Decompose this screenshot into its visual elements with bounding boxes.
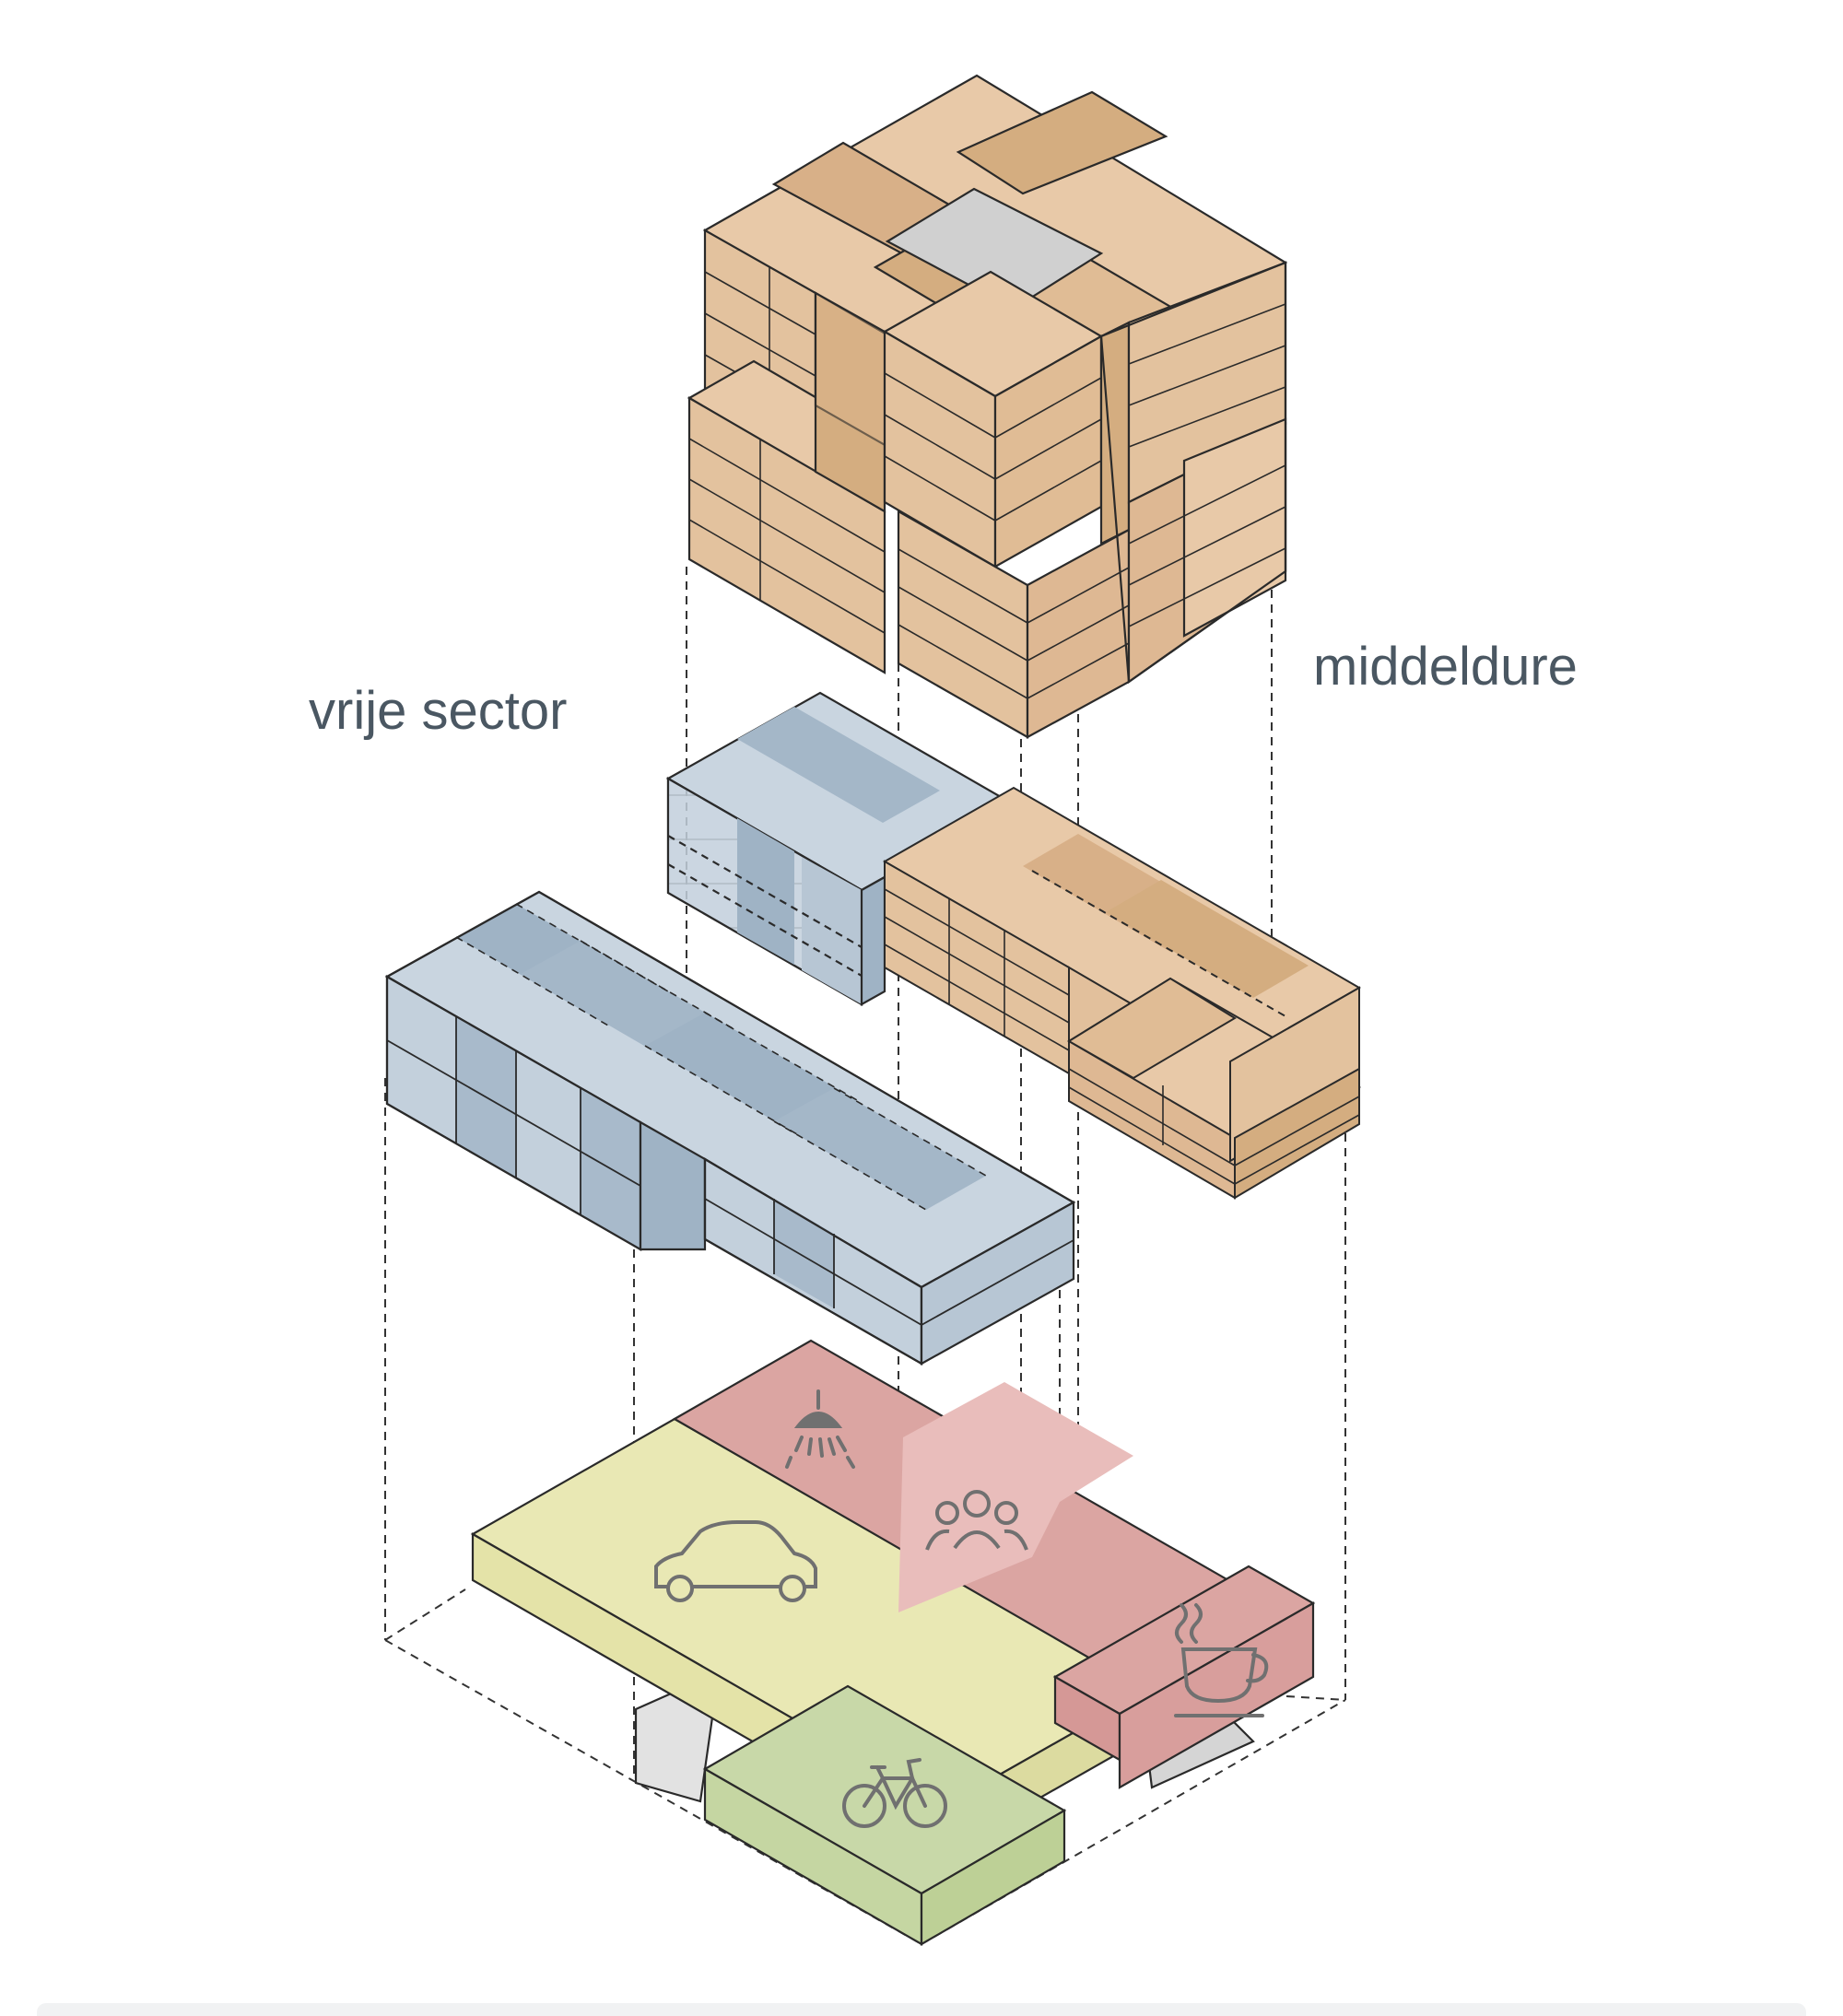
cafe-block-side [1118, 1601, 1315, 1789]
coffee-icon [1174, 1603, 1269, 1717]
car-icon [654, 1520, 817, 1602]
people-icon [925, 1490, 1028, 1551]
label-vrije-sector: vrije sector [309, 681, 568, 741]
vrije-sector-front-block [384, 890, 1076, 1365]
shower-icon [785, 1389, 855, 1469]
bottom-strip [37, 2003, 1806, 2016]
ground-floor [470, 1339, 1316, 1946]
label-middeldure: middeldure [1313, 637, 1578, 697]
courtyard-light [898, 1382, 1133, 1612]
bicycle-icon [842, 1758, 947, 1828]
bike-zone-right [920, 1809, 1066, 1946]
middeldure-tower [687, 74, 1288, 739]
middeldure-middle-block [882, 786, 1362, 1200]
